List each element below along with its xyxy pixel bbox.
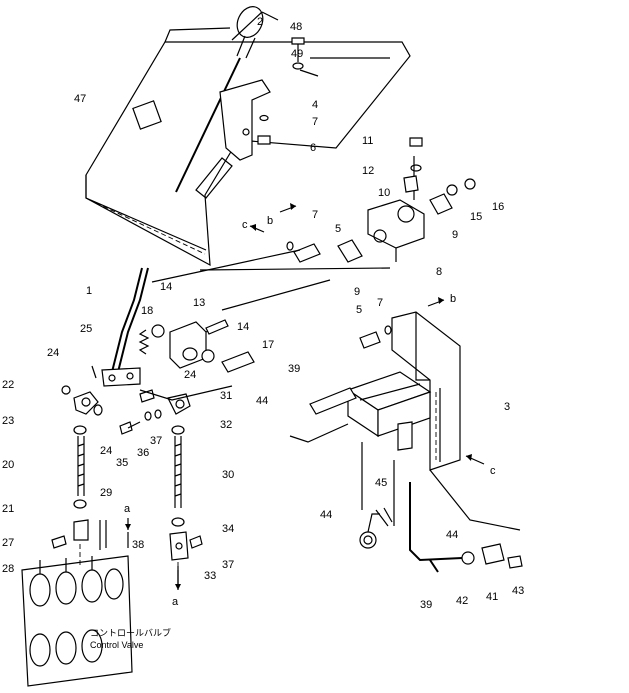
- label-25: 24: [184, 369, 196, 381]
- label-9a: 9: [452, 229, 458, 241]
- label-29: 30: [222, 469, 234, 481]
- spring-18: [138, 329, 150, 355]
- label-b-top: b: [267, 215, 273, 227]
- washer-7-6: [257, 114, 271, 145]
- label-30: 31: [220, 390, 232, 402]
- part-labels: 2 48 49 47 4 7 6 11 12 10 16 15 9 8 9 7 …: [2, 16, 524, 650]
- label-7b: 7: [312, 209, 318, 221]
- label-5b: 5: [356, 304, 362, 316]
- label-42: 42: [456, 595, 468, 607]
- label-39: 39: [288, 363, 300, 375]
- spring-45: [359, 507, 393, 549]
- label-24b: 24: [100, 445, 112, 457]
- label-33: 34: [222, 523, 234, 535]
- label-32: 33: [204, 570, 216, 582]
- bracket-3: [391, 311, 461, 471]
- small-bolts-mid: [51, 365, 203, 550]
- block-13: [151, 319, 229, 369]
- label-1: 1: [86, 285, 92, 297]
- caption-en: Control Valve: [90, 640, 143, 650]
- label-49: 49: [291, 48, 303, 60]
- label-44a: 44: [256, 395, 268, 407]
- label-12: 12: [362, 165, 374, 177]
- caption-jp: コントロールバルブ: [90, 627, 171, 638]
- label-31: 32: [220, 419, 232, 431]
- label-17: 17: [262, 339, 274, 351]
- label-23: 21: [2, 503, 14, 515]
- label-4: 4: [312, 99, 318, 111]
- rod-end-30: [167, 393, 191, 415]
- label-9b: 9: [354, 286, 360, 298]
- label-15: 15: [470, 211, 482, 223]
- block-8: [367, 156, 425, 262]
- label-46: 45: [375, 477, 387, 489]
- lever-40: [409, 482, 523, 573]
- label-34: 35: [116, 457, 128, 469]
- fitting-10: [403, 175, 419, 193]
- label-10: 10: [378, 187, 390, 199]
- label-28: 29: [100, 487, 112, 499]
- label-48: 48: [290, 21, 302, 33]
- lever-rod-1: [101, 267, 149, 387]
- pins-9: [337, 178, 476, 263]
- label-19: 20: [2, 459, 14, 471]
- label-27: 28: [2, 563, 14, 575]
- pin-17: [221, 351, 255, 373]
- label-16: 16: [492, 201, 504, 213]
- label-14b: 14: [237, 321, 249, 333]
- linkage-left: [73, 425, 89, 541]
- bolt-48: [291, 37, 305, 70]
- label-35: 36: [137, 447, 149, 459]
- label-45: 44: [320, 509, 332, 521]
- bracket-4: [219, 79, 271, 161]
- label-41: 41: [486, 591, 498, 603]
- label-20: 22: [2, 379, 14, 391]
- control-valve: [21, 544, 179, 687]
- label-b-right: b: [450, 293, 456, 305]
- label-c-top: c: [242, 219, 248, 231]
- label-22: 27: [2, 537, 14, 549]
- label-14a: 14: [160, 281, 172, 293]
- leader-lines: [127, 11, 521, 584]
- label-a-bottom: a: [172, 596, 179, 608]
- cover-plate: [85, 27, 411, 267]
- label-7a: 7: [312, 116, 318, 128]
- label-c-right: c: [490, 465, 496, 477]
- label-21: 23: [2, 415, 14, 427]
- label-36: 37: [150, 435, 162, 447]
- label-40: 39: [420, 599, 432, 611]
- linkage-middle: [169, 425, 189, 561]
- label-47: 47: [74, 93, 86, 105]
- label-24a: 24: [47, 347, 59, 359]
- label-44b: 44: [446, 529, 458, 541]
- label-7c: 7: [377, 297, 383, 309]
- direction-arrows: [125, 203, 485, 590]
- label-37: 37: [222, 559, 234, 571]
- label-3: 3: [504, 401, 510, 413]
- rod-end-20: [73, 391, 99, 415]
- box-39: [309, 371, 432, 451]
- label-26: 25: [80, 323, 92, 335]
- label-38: 38: [132, 539, 144, 551]
- label-18: 18: [141, 305, 153, 317]
- bolt-11: [409, 137, 423, 172]
- label-13: 13: [193, 297, 205, 309]
- bolt-5: [286, 241, 392, 349]
- label-6: 6: [310, 142, 316, 154]
- label-8: 8: [436, 266, 442, 278]
- label-2: 2: [257, 16, 263, 28]
- label-43: 43: [512, 585, 524, 597]
- label-a-top: a: [124, 503, 131, 515]
- label-5a: 5: [335, 223, 341, 235]
- label-11: 11: [362, 135, 373, 147]
